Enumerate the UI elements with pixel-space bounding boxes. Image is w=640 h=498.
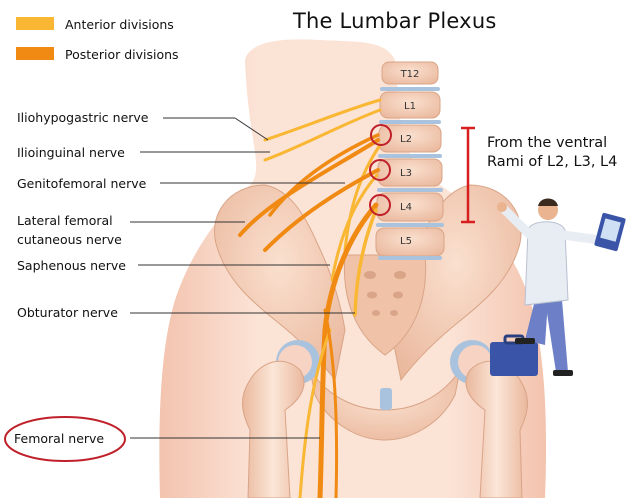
vertebra-label: L3 — [400, 168, 412, 179]
pubic-symphysis — [380, 388, 392, 410]
nerve-label-saphenous: Saphenous nerve — [17, 258, 126, 273]
page-title: The Lumbar Plexus — [293, 9, 496, 33]
annotation-line-1: From the ventral — [487, 134, 607, 153]
briefcase — [490, 342, 538, 376]
vertebra-label: L5 — [400, 236, 412, 247]
annotation-line-2: Rami of L2, L3, L4 — [487, 153, 617, 172]
legend-swatch-anterior — [16, 17, 54, 30]
vertebra-label: L2 — [400, 134, 412, 145]
vertebra-label: L4 — [400, 202, 412, 213]
nerve-label-lateral-femoral-2: cutaneous nerve — [17, 232, 122, 247]
legend-label-posterior: Posterior divisions — [65, 47, 179, 62]
nerve-label-lateral-femoral-1: Lateral femoral — [17, 213, 113, 228]
legend-swatch-posterior — [16, 47, 54, 60]
legend-label-anterior: Anterior divisions — [65, 17, 174, 32]
nerve-label-iliohypogastric: Iliohypogastric nerve — [17, 110, 149, 125]
vertebra-label: T12 — [400, 69, 420, 80]
nerve-label-obturator: Obturator nerve — [17, 305, 118, 320]
nerve-label-femoral: Femoral nerve — [14, 431, 104, 446]
nerve-label-ilioinguinal: Ilioinguinal nerve — [17, 145, 125, 160]
vertebra-label: L1 — [404, 101, 416, 112]
nerve-label-genitofemoral: Genitofemoral nerve — [17, 176, 146, 191]
sacral-foramen — [364, 271, 376, 279]
